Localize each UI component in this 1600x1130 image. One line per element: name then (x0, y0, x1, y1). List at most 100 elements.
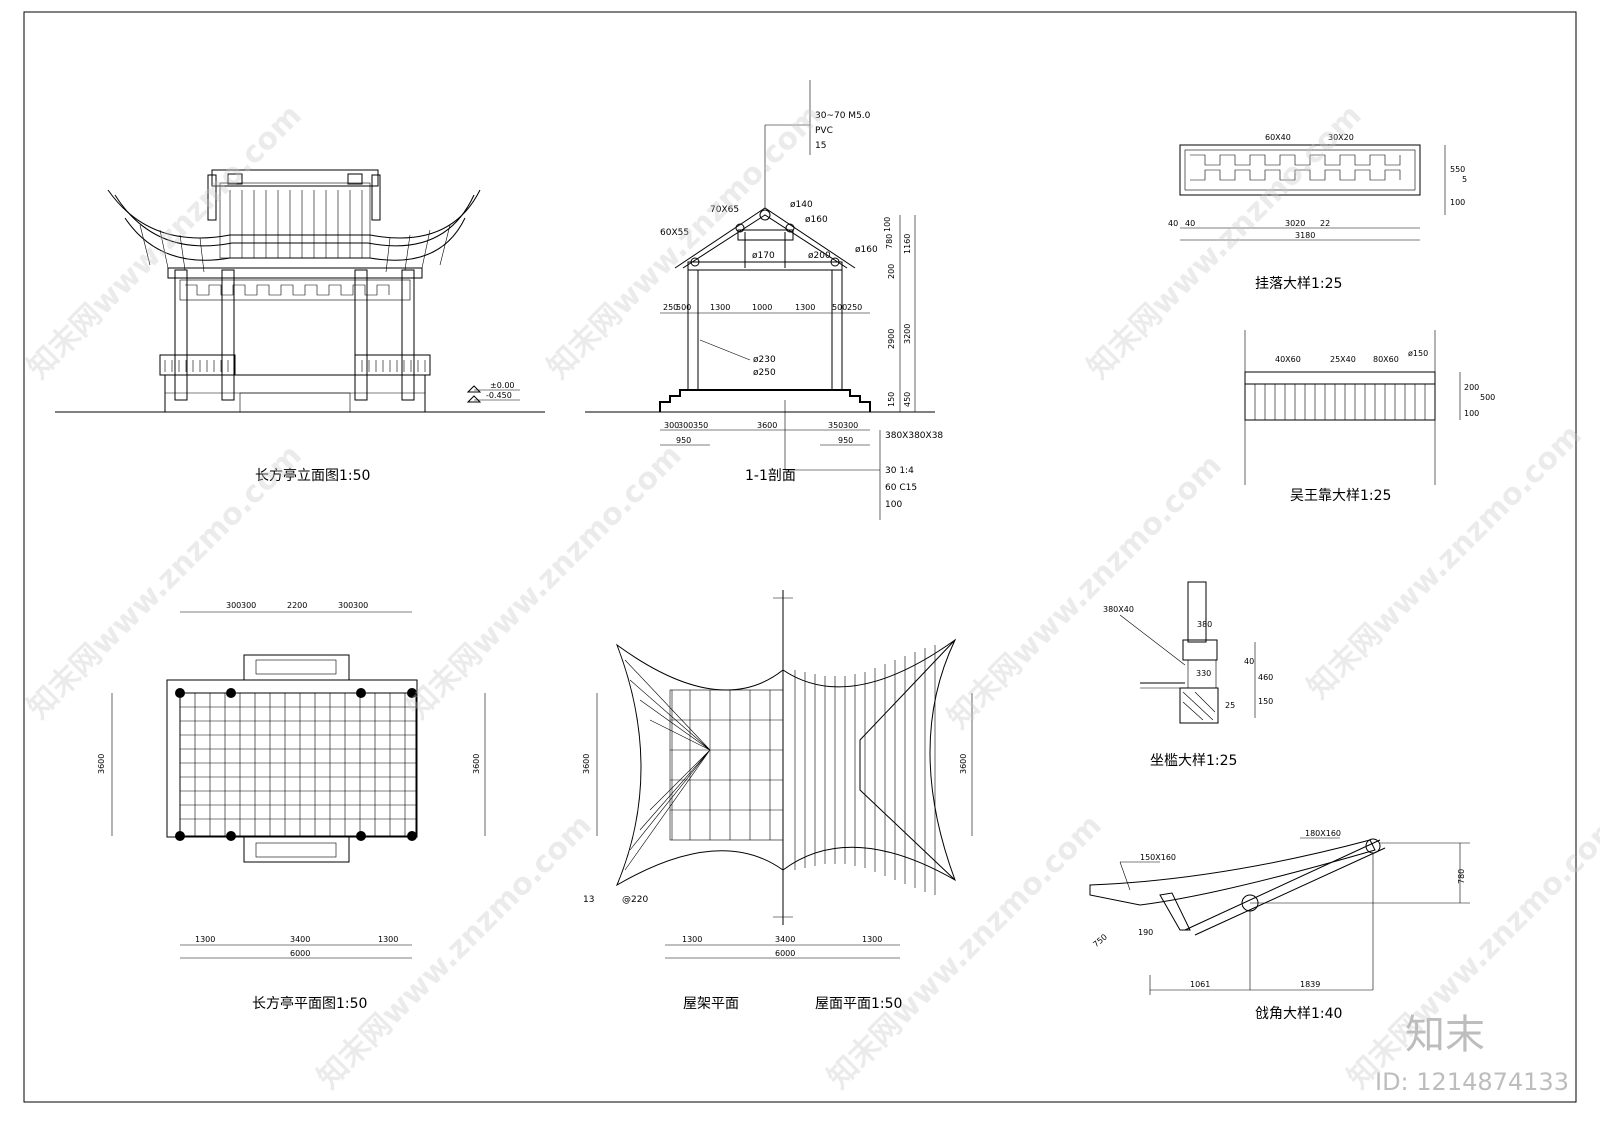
svg-text:1300: 1300 (795, 303, 815, 312)
watermark-text: 知末网www.znzmo.com (21, 438, 309, 726)
gualuo-dim: 100 (1450, 198, 1465, 207)
plan-bottom-dim: 1300 (378, 935, 398, 944)
svg-text:1300: 1300 (710, 303, 730, 312)
svg-text:250: 250 (663, 303, 678, 312)
elevation-lattice (179, 279, 411, 301)
zuokan-dim: 40 (1244, 657, 1254, 666)
watermark-text: 知末网www.znzmo.com (311, 808, 599, 1096)
roof-note: @220 (622, 895, 648, 905)
svg-text:1160: 1160 (903, 234, 912, 254)
svg-text:100: 100 (883, 217, 892, 232)
watermark-text: 知末网www.znzmo.com (21, 98, 309, 386)
svg-text:300: 300 (338, 601, 353, 610)
brand-id-text: ID: 1214874133 (1375, 1068, 1569, 1096)
title-plan: 长方亭平面图1:50 (252, 995, 367, 1012)
title-section: 1-1剖面 (745, 468, 796, 484)
brand-logo-text: 知末 (1405, 1012, 1485, 1058)
roof-right-dim: 3600 (959, 754, 968, 774)
watermark-text: 知末网www.znzmo.com (821, 808, 1109, 1096)
svg-text:200: 200 (887, 264, 896, 279)
zuokan-dim: 25 (1225, 701, 1235, 710)
gualuo-dim: 60X40 (1265, 133, 1291, 142)
pavilion-plan: 300 300 2200 300 300 1300 3400 1300 6000… (97, 601, 486, 959)
plan-top-dim: 2200 (287, 601, 307, 610)
roof-bottom-dim: 1300 (862, 935, 882, 944)
svg-text:780: 780 (885, 234, 894, 249)
watermark-text: 知末网www.znzmo.com (1301, 418, 1589, 706)
roof-layer: 30~70 M5.0 (815, 111, 871, 121)
zuokan-dim: 330 (1196, 669, 1211, 678)
plan-bottom-dim: 3400 (290, 935, 310, 944)
wwk-dim: 25X40 (1330, 355, 1356, 364)
member-label: ø230 (753, 355, 776, 365)
level-top-label: ±0.00 (490, 381, 515, 390)
title-gualuo: 挂落大样1:25 (1255, 276, 1342, 292)
pavilion-elevation: ±0.00 -0.450 (55, 169, 545, 413)
section-span: 3600 (757, 421, 777, 430)
gualuo-detail: 60X40 30X20 40 40 3020 22 3180 550 5 100 (1168, 133, 1467, 241)
svg-text:250: 250 (847, 303, 862, 312)
member-label: 60X55 (660, 228, 689, 238)
member-label: ø200 (808, 251, 831, 261)
svg-text:350: 350 (828, 421, 843, 430)
title-roof-frame: 屋架平面 (683, 996, 739, 1012)
wwk-dim: 80X60 (1373, 355, 1399, 364)
qj-dim: 750 (1091, 932, 1108, 949)
base-layer: 30 1:4 (885, 466, 914, 476)
member-label: ø160 (855, 245, 878, 255)
floor-grid (180, 693, 416, 836)
roof-tiles (219, 182, 371, 259)
gualuo-dim: 5 (1462, 175, 1467, 184)
qiangjiao-detail: 150X160 180X160 780 750 190 1061 1839 (1089, 829, 1470, 995)
member-label: ø250 (753, 368, 776, 378)
svg-text:500: 500 (676, 303, 691, 312)
wwk-dim: 200 (1464, 383, 1479, 392)
title-zuokan: 坐槛大样1:25 (1150, 753, 1237, 769)
qj-dim: 1839 (1300, 980, 1320, 989)
roof-left-dim: 3600 (582, 754, 591, 774)
gualuo-dim: 30X20 (1328, 133, 1354, 142)
gualuo-dim: 3020 (1285, 219, 1305, 228)
qj-dim: 190 (1138, 928, 1153, 937)
qj-dim: 150X160 (1140, 853, 1176, 862)
title-elevation: 长方亭立面图1:50 (255, 467, 370, 484)
qj-dim: 780 (1457, 869, 1466, 884)
wwk-dim: ø150 (1408, 349, 1428, 358)
roof-total-dim: 6000 (775, 949, 795, 958)
plan-bottom-dim: 1300 (195, 935, 215, 944)
zuokan-dim: 460 (1258, 673, 1273, 682)
svg-text:300: 300 (226, 601, 241, 610)
member-label: 70X65 (710, 205, 739, 215)
watermark-layer: 知末网www.znzmo.com 知末网www.znzmo.com 知末网www… (21, 98, 1600, 1096)
qj-dim: 180X160 (1305, 829, 1341, 838)
sheet-border (23, 11, 1577, 1103)
roof-bottom-dim: 3400 (775, 935, 795, 944)
member-label: ø170 (752, 251, 775, 261)
roof-bottom-dim: 1300 (682, 935, 702, 944)
svg-text:450: 450 (903, 392, 912, 407)
zuokan-detail: 380X40 380 330 40 460 150 25 (1103, 581, 1273, 724)
wuwangkao-detail: 40X60 25X40 80X60 ø150 200 500 100 (1244, 330, 1495, 485)
gualuo-dim: 550 (1450, 165, 1465, 174)
roof-layer: 15 (815, 141, 826, 151)
svg-text:500: 500 (832, 303, 847, 312)
svg-text:3200: 3200 (903, 324, 912, 344)
watermark-text: 知末网www.znzmo.com (941, 448, 1229, 736)
svg-text:300: 300 (843, 421, 858, 430)
section-total-right: 950 (838, 436, 853, 445)
zuokan-dim: 380 (1197, 620, 1212, 629)
member-label: ø140 (790, 200, 813, 210)
gualuo-dim: 40 (1168, 219, 1178, 228)
qj-dim: 1061 (1190, 980, 1210, 989)
plan-left-dim: 3600 (97, 754, 106, 774)
zuokan-dim: 150 (1258, 697, 1273, 706)
wwk-dim: 100 (1464, 409, 1479, 418)
base-layer: 100 (885, 500, 902, 510)
roof-frame-half (624, 659, 784, 871)
gualuo-dim: 3180 (1295, 231, 1315, 240)
svg-text:1000: 1000 (752, 303, 772, 312)
title-roof-plan: 屋面平面1:50 (815, 996, 902, 1012)
wwk-dim: 500 (1480, 393, 1495, 402)
title-wuwangkao: 吴王靠大样1:25 (1290, 488, 1391, 504)
